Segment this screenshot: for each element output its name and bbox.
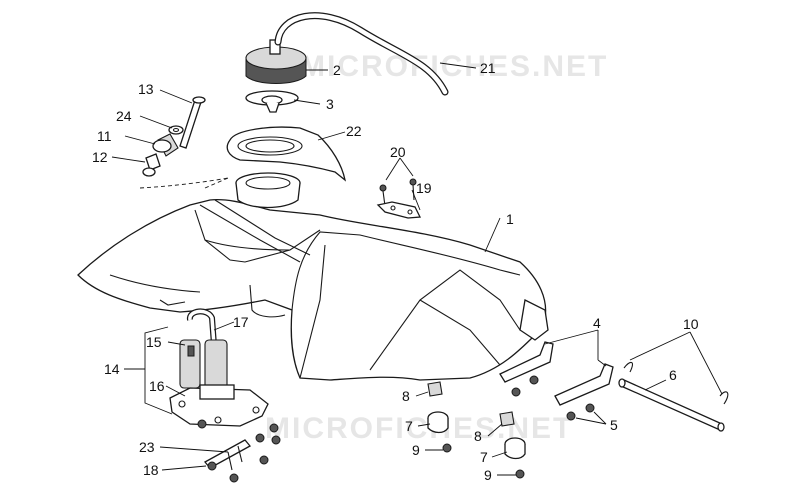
bracket bbox=[376, 201, 422, 219]
fuel-pump-assembly bbox=[169, 308, 269, 427]
callout-9: 9 bbox=[484, 467, 492, 483]
callout-7: 7 bbox=[480, 449, 488, 465]
mounting-bolt bbox=[179, 96, 206, 149]
callout-22: 22 bbox=[346, 123, 362, 139]
assembly-line bbox=[204, 177, 229, 189]
callout-13: 13 bbox=[138, 81, 154, 97]
grommet bbox=[427, 381, 515, 427]
callout-3: 3 bbox=[326, 96, 334, 112]
tank-bracket bbox=[499, 341, 614, 406]
assembly-line bbox=[139, 177, 229, 189]
callout-16: 16 bbox=[149, 378, 165, 394]
spacer bbox=[427, 411, 526, 460]
spacer bbox=[142, 153, 161, 177]
rubber-mount bbox=[152, 133, 179, 157]
callout-9: 9 bbox=[412, 442, 420, 458]
callout-14: 14 bbox=[104, 361, 120, 377]
breather-hose bbox=[274, 12, 449, 96]
spring-clip bbox=[623, 361, 729, 405]
callout-8: 8 bbox=[474, 428, 482, 444]
callout-6: 6 bbox=[669, 367, 677, 383]
callout-8: 8 bbox=[402, 388, 410, 404]
callouts: 1 2 3 4 5 6 7 7 8 8 9 9 10 11 12 13 14 1… bbox=[92, 60, 699, 483]
callout-12: 12 bbox=[92, 149, 108, 165]
watermark: MICROFICHES.NET bbox=[300, 50, 608, 83]
callout-21: 21 bbox=[480, 60, 496, 76]
callout-11: 11 bbox=[97, 128, 112, 144]
screw bbox=[197, 419, 281, 483]
screw bbox=[442, 443, 525, 479]
callout-10: 10 bbox=[683, 316, 699, 332]
group-bracket-14 bbox=[144, 326, 173, 415]
callout-7: 7 bbox=[405, 418, 413, 434]
callout-15: 15 bbox=[146, 334, 162, 350]
callout-4: 4 bbox=[593, 315, 601, 331]
watermark: MICROFICHES.NET bbox=[265, 412, 573, 445]
callout-18: 18 bbox=[143, 462, 159, 478]
callout-1: 1 bbox=[506, 211, 514, 227]
mounting-rod bbox=[618, 378, 725, 432]
washer bbox=[168, 125, 184, 135]
tank-cover bbox=[226, 126, 346, 182]
callout-19: 19 bbox=[416, 180, 432, 196]
fuel-cap bbox=[245, 39, 307, 84]
screw bbox=[379, 178, 417, 207]
callout-17: 17 bbox=[233, 314, 249, 330]
callout-5: 5 bbox=[610, 417, 618, 433]
leader-lines bbox=[111, 62, 723, 476]
callout-24: 24 bbox=[116, 108, 132, 124]
fuel-tank bbox=[77, 172, 549, 381]
callout-2: 2 bbox=[333, 62, 341, 78]
callout-20: 20 bbox=[390, 144, 406, 160]
callout-23: 23 bbox=[139, 439, 155, 455]
bolt bbox=[511, 375, 595, 421]
cap-gasket bbox=[245, 90, 299, 113]
